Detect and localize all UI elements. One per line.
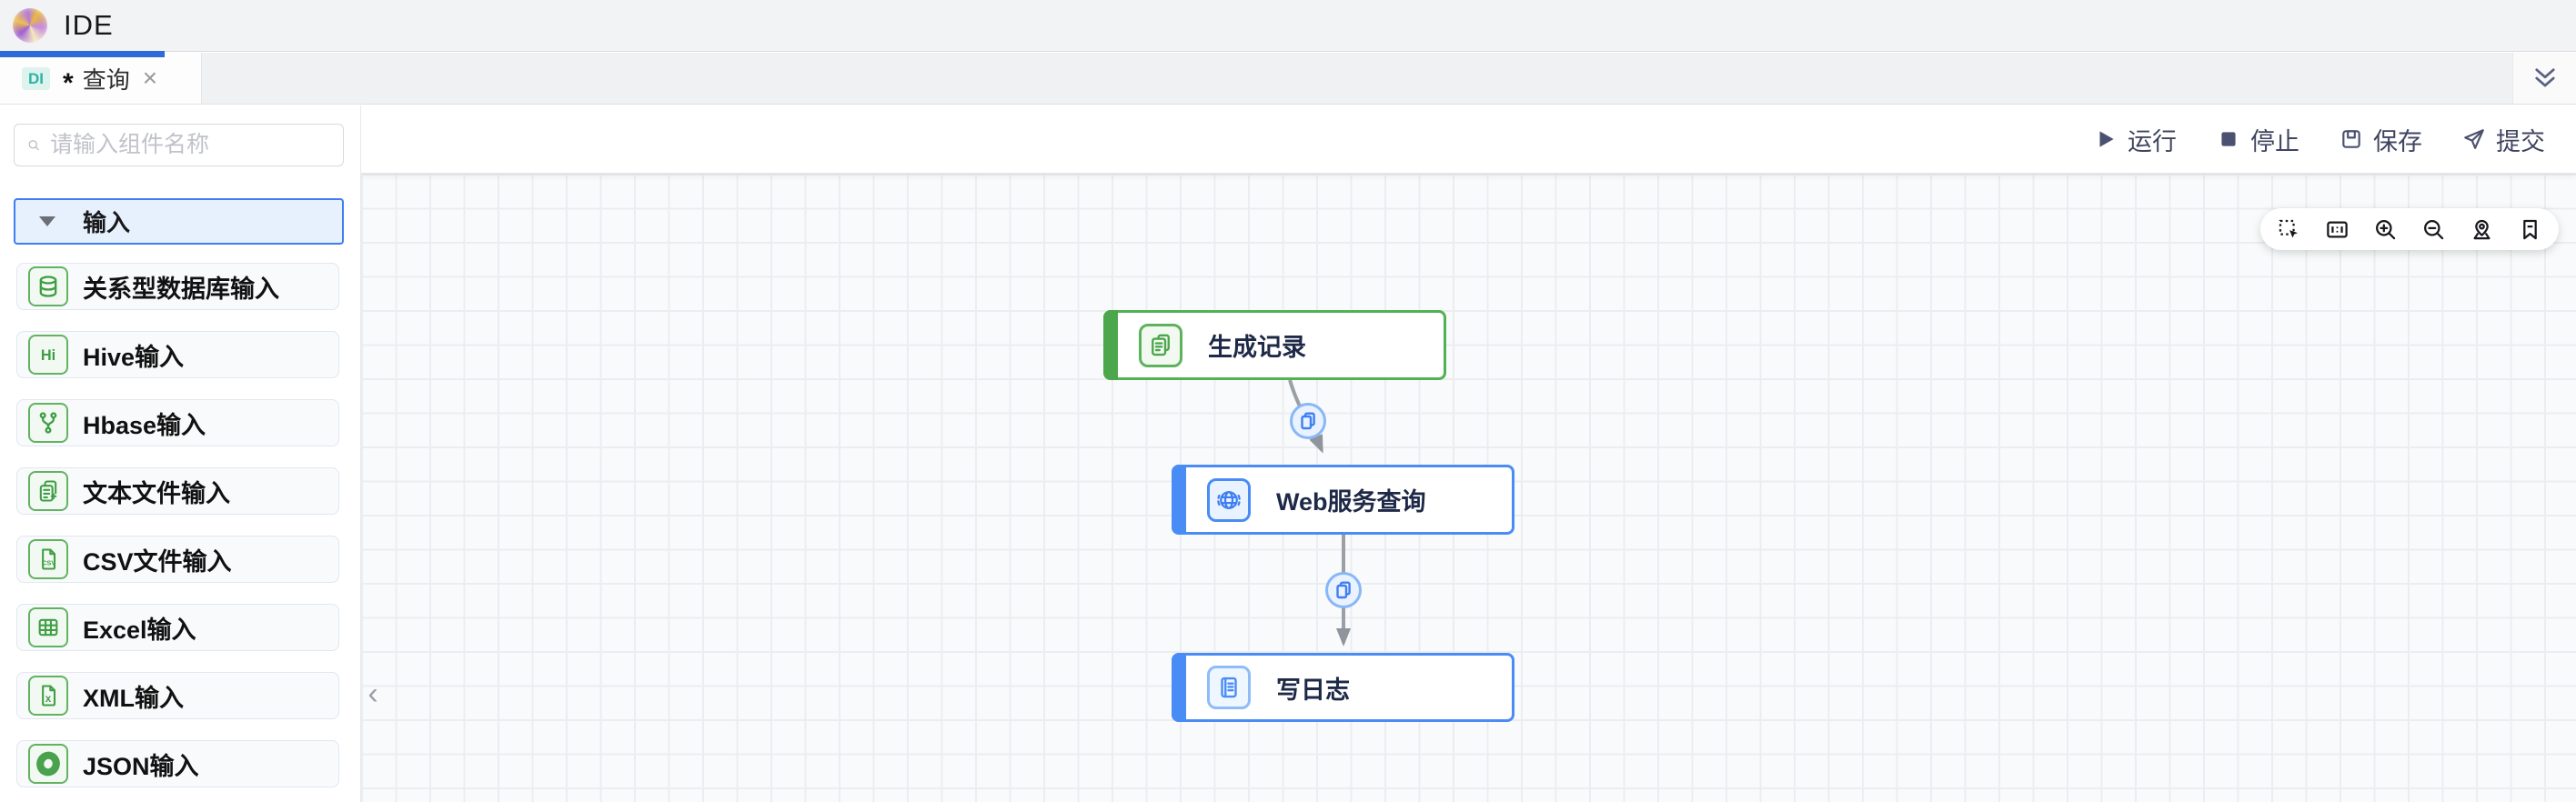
play-icon — [2099, 131, 2114, 147]
component-item-label: JSON输入 — [83, 752, 199, 780]
flow-canvas[interactable]: 生成记录 Web服务查询 — [361, 174, 2576, 802]
component-item-label: CSV文件输入 — [83, 547, 232, 576]
text-file-icon — [28, 471, 68, 511]
component-item-hive-input[interactable]: Hi Hive输入 — [16, 331, 339, 378]
component-item-label: 文本文件输入 — [83, 479, 230, 507]
run-label: 运行 — [2128, 127, 2177, 155]
component-search[interactable] — [14, 124, 344, 166]
write-log-icon — [1207, 666, 1251, 709]
tab-bar: DI * 查询 × — [0, 53, 2576, 105]
node-label: 生成记录 — [1208, 334, 1306, 361]
sidebar-collapse-handle[interactable]: ‹ — [367, 676, 378, 711]
tab-list-expand-button[interactable] — [2512, 53, 2576, 104]
svg-text:Hi: Hi — [41, 347, 55, 364]
component-sidebar: 输入 关系型数据库输入 Hi H — [0, 105, 361, 802]
save-button[interactable]: 保存 — [2340, 122, 2422, 157]
component-item-label: Excel输入 — [83, 616, 196, 644]
generate-records-icon — [1139, 323, 1182, 367]
copy-icon — [1336, 581, 1351, 599]
zoom-in-icon[interactable] — [2373, 217, 2398, 242]
paper-plane-icon — [2464, 129, 2484, 149]
node-web-service-lookup[interactable]: Web服务查询 — [1172, 465, 1514, 535]
component-item-hbase-input[interactable]: Hbase输入 — [16, 399, 339, 446]
csv-file-icon: CSV — [28, 539, 68, 579]
tab-close-icon[interactable]: × — [142, 64, 158, 92]
database-icon — [28, 266, 68, 306]
node-write-log[interactable]: 写日志 — [1172, 653, 1514, 722]
component-item-xml-input[interactable]: x XML输入 — [16, 672, 339, 719]
node-label: Web服务查询 — [1276, 488, 1426, 516]
component-item-relational-db-input[interactable]: 关系型数据库输入 — [16, 263, 339, 310]
app-header: IDE — [0, 0, 2576, 52]
stop-icon — [2221, 132, 2236, 146]
edge-copy-badge[interactable] — [1325, 572, 1362, 608]
stop-label: 停止 — [2250, 127, 2299, 155]
app-title: IDE — [64, 9, 114, 41]
tab-type-badge: DI — [22, 66, 50, 90]
node-label: 写日志 — [1276, 676, 1350, 704]
marquee-select-icon[interactable] — [2277, 217, 2301, 242]
section-header-input[interactable]: 输入 — [14, 198, 344, 245]
svg-text:x: x — [45, 693, 52, 705]
save-icon — [2342, 130, 2360, 148]
component-item-excel-input[interactable]: Excel输入 — [16, 604, 339, 651]
search-icon — [28, 139, 39, 150]
branch-icon — [28, 403, 68, 443]
chevron-double-down-icon — [2534, 68, 2555, 87]
hive-icon: Hi — [28, 335, 68, 375]
locate-icon[interactable] — [2470, 217, 2494, 242]
save-label: 保存 — [2373, 127, 2422, 155]
component-item-text-file-input[interactable]: 文本文件输入 — [16, 467, 339, 515]
json-donut-icon — [28, 744, 68, 784]
search-input[interactable] — [50, 132, 343, 158]
copy-icon — [1301, 412, 1315, 430]
app-logo-icon — [13, 8, 47, 43]
component-item-json-input[interactable]: JSON输入 — [16, 740, 339, 787]
component-item-label: Hive输入 — [83, 343, 185, 371]
svg-text:CSV: CSV — [42, 558, 56, 566]
workspace: 输入 关系型数据库输入 Hi H — [0, 105, 2576, 802]
submit-button[interactable]: 提交 — [2462, 122, 2545, 157]
node-generate-records[interactable]: 生成记录 — [1103, 310, 1446, 380]
component-item-label: XML输入 — [83, 684, 184, 712]
run-toolbar: 运行 停止 保存 — [361, 105, 2576, 174]
bookmark-icon[interactable] — [2518, 217, 2542, 242]
zoom-out-icon[interactable] — [2421, 217, 2446, 242]
header-accent-line — [0, 51, 165, 57]
web-service-icon — [1207, 477, 1251, 522]
section-label: 输入 — [83, 209, 131, 236]
component-item-csv-file-input[interactable]: CSV CSV文件输入 — [16, 536, 339, 583]
caret-down-icon — [39, 216, 55, 226]
tab-label: 查询 — [82, 65, 130, 94]
component-item-label: 关系型数据库输入 — [83, 275, 279, 303]
component-item-label: Hbase输入 — [83, 411, 206, 439]
submit-label: 提交 — [2496, 127, 2545, 155]
tab-query[interactable]: DI * 查询 × — [0, 53, 202, 104]
table-grid-icon — [28, 607, 68, 647]
canvas-toolbar — [2260, 208, 2559, 250]
edge-copy-badge[interactable] — [1290, 403, 1326, 439]
fit-view-icon[interactable] — [2325, 217, 2350, 242]
run-button[interactable]: 运行 — [2094, 122, 2177, 157]
stop-button[interactable]: 停止 — [2217, 122, 2299, 157]
xml-file-icon: x — [28, 676, 68, 716]
